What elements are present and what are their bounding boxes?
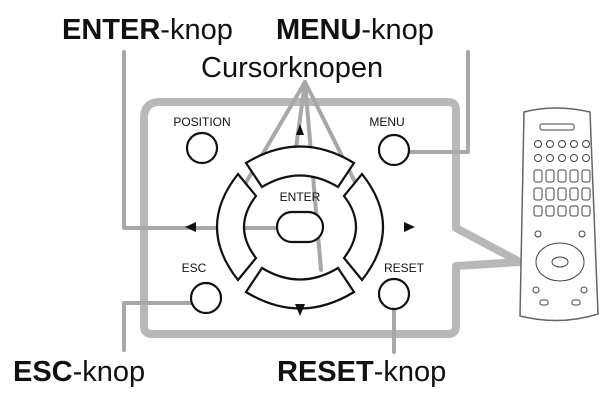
esc-button-label: ESC bbox=[182, 261, 207, 275]
cursor-leader-line-up bbox=[294, 80, 307, 150]
enter-knop-suffix: -knop bbox=[160, 14, 233, 46]
menu-button-label: MENU bbox=[369, 115, 404, 129]
reset-knop-suffix: -knop bbox=[373, 356, 447, 388]
reset-button-label: RESET bbox=[384, 261, 425, 275]
arrow-right-icon bbox=[404, 222, 415, 232]
reset-knop-bold: RESET bbox=[277, 356, 374, 388]
esc-knop-bold: ESC bbox=[13, 356, 73, 388]
esc-knop-label: ESC-knop bbox=[13, 358, 145, 387]
reset-knop-label: RESET-knop bbox=[277, 358, 446, 387]
menu-knop-label: MENU-knop bbox=[276, 16, 434, 45]
arrow-left-icon bbox=[185, 222, 196, 232]
menu-knop-suffix: -knop bbox=[361, 14, 434, 46]
menu-button[interactable] bbox=[377, 133, 411, 167]
menu-leader-line bbox=[400, 50, 470, 154]
cursor-leader-line-left bbox=[236, 80, 307, 198]
enter-button-label: ENTER bbox=[280, 190, 321, 204]
esc-button[interactable] bbox=[189, 281, 223, 315]
cursor-leader-line-right bbox=[303, 80, 366, 202]
arrow-down-icon bbox=[295, 304, 305, 316]
menu-knop-bold: MENU bbox=[276, 14, 362, 46]
esc-knop-suffix: -knop bbox=[72, 356, 146, 388]
enter-knop-label: ENTER-knop bbox=[62, 16, 233, 45]
panel-frame bbox=[140, 98, 524, 338]
cursor-right-button[interactable] bbox=[342, 172, 385, 282]
cursor-up-button[interactable] bbox=[244, 145, 356, 189]
cursorknopen-label: Cursorknopen bbox=[201, 52, 384, 84]
cursor-down-button[interactable] bbox=[244, 266, 356, 310]
arrow-up-icon bbox=[296, 124, 304, 135]
enter-knop-bold: ENTER bbox=[62, 14, 161, 46]
position-button-label: POSITION bbox=[173, 115, 230, 129]
remote-control-thumbnail bbox=[519, 107, 599, 322]
position-button[interactable] bbox=[185, 131, 219, 165]
cursor-left-button[interactable] bbox=[215, 172, 258, 282]
reset-button[interactable] bbox=[377, 277, 411, 311]
esc-leader-line bbox=[122, 301, 198, 352]
enter-button[interactable] bbox=[275, 210, 325, 244]
